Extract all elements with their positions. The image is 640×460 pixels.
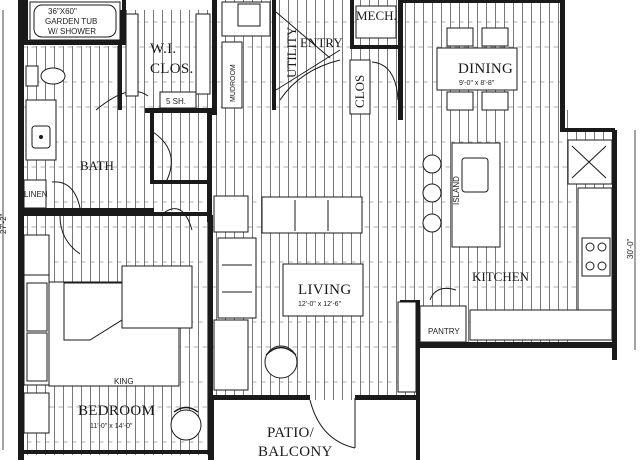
kitchen-counters	[469, 139, 613, 341]
entry-label: ENTRY	[300, 35, 343, 50]
linen-closet	[23, 179, 47, 209]
tub-shower-label: W/ SHOWER	[48, 27, 96, 36]
dining-dims: 9'-0" x 8'-8"	[459, 80, 495, 87]
closet-label-2: CLOS.	[150, 61, 194, 77]
linen-label: LINEN	[24, 190, 48, 199]
living-bookshelf	[397, 301, 417, 393]
left-dimension-label: 27'-2"	[0, 213, 8, 234]
dimension-lines	[2, 10, 636, 450]
kitchen-label: KITCHEN	[472, 269, 530, 284]
patio-label-1: PATIO/	[267, 425, 315, 441]
bedroom-label: BEDROOM	[78, 403, 155, 419]
living-label: LIVING	[298, 282, 351, 298]
king-bed	[23, 234, 193, 387]
mudroom-bench	[221, 41, 243, 109]
closet-label-1: W.I.	[150, 41, 176, 57]
bedroom-armchair	[170, 406, 202, 441]
entry-door-swings	[275, 11, 341, 101]
washer-dryer	[221, 1, 271, 37]
utility-label: UTILITY	[284, 26, 299, 78]
bar-stools	[422, 154, 442, 233]
walls	[18, 0, 617, 460]
mech-unit	[355, 5, 397, 39]
pantry-label: PANTRY	[428, 327, 460, 336]
dining-label: DINING	[458, 61, 513, 77]
patio-door-swing	[309, 398, 356, 449]
bedroom-closet-doors	[59, 208, 193, 255]
tub-label: GARDEN TUB	[45, 17, 97, 26]
toilet	[25, 65, 66, 87]
bedroom-dims: 11'-0" x 14'-0"	[90, 423, 133, 430]
mech-label: MECH.	[356, 8, 397, 23]
living-dims: 12'-0" x 12'-6"	[298, 301, 342, 308]
dining-table	[436, 27, 518, 111]
tv-console	[213, 195, 249, 391]
living-sectional	[217, 237, 257, 319]
bath-label: BATH	[80, 158, 114, 173]
living-armchair	[264, 345, 298, 379]
vanity-sink	[25, 99, 57, 161]
mudroom-label: MUDROOM	[230, 64, 237, 102]
closet-shelves	[125, 13, 211, 109]
nightstands	[23, 234, 50, 434]
clos-door-swing	[371, 61, 399, 101]
living-sofa	[261, 196, 363, 234]
pantry-shelves	[419, 305, 467, 343]
patio-label-2: BALCONY	[258, 444, 333, 460]
island-label: ISLAND	[452, 176, 461, 205]
right-dimension-label: 30'-0"	[626, 238, 635, 259]
pantry-door-swing	[429, 287, 457, 301]
clos-label: CLOS	[352, 75, 367, 108]
closet-shelf-label: 5 SH.	[166, 97, 186, 106]
kitchen-island	[451, 142, 501, 248]
tub-size: 36"X60"	[48, 7, 77, 16]
garden-tub	[29, 1, 121, 41]
coffee-table	[282, 263, 364, 317]
bed-label: KING	[114, 377, 134, 386]
entry-closet	[349, 59, 371, 115]
